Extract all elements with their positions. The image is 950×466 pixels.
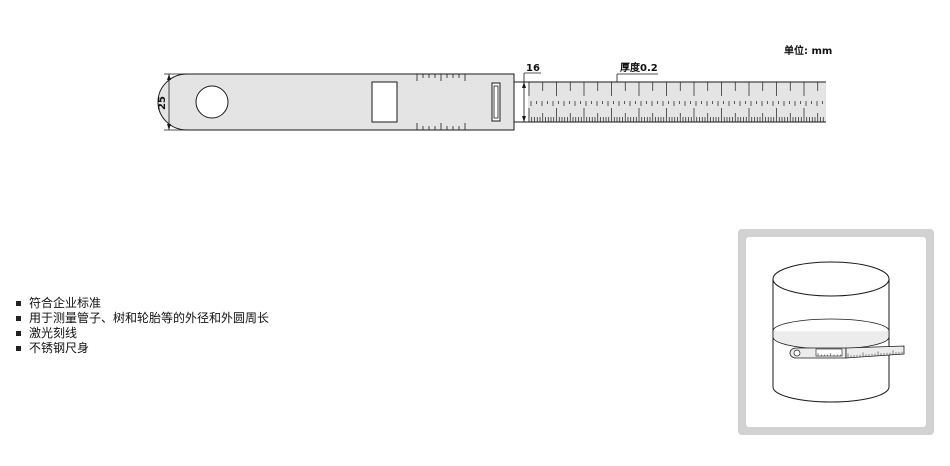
cylinder-illustration <box>772 261 905 403</box>
usage-illustration-panel <box>738 229 934 435</box>
thickness-label: 厚度0.2 <box>620 61 658 74</box>
feature-item: 不锈钢尺身 <box>15 341 269 356</box>
feature-item: 符合企业标准 <box>15 296 269 311</box>
dim-25-label: 25 <box>157 96 168 110</box>
strap-slot <box>491 82 501 122</box>
reading-window <box>371 81 398 123</box>
wrapped-tape-window <box>815 348 843 357</box>
head-scale-ticks <box>416 74 466 130</box>
dim-16-label: 16 <box>526 63 540 74</box>
unit-label: 单位: mm <box>784 46 833 57</box>
feature-item: 激光刻线 <box>15 326 269 341</box>
tape-technical-drawing: 25 16 厚度0.2 <box>157 61 826 131</box>
dim-16-arrow-bottom <box>522 116 526 122</box>
tape-band-back <box>772 318 890 332</box>
usage-illustration-frame <box>746 237 926 427</box>
feature-item: 用于测量管子、树和轮胎等的外径和外圆周长 <box>15 311 269 326</box>
cylinder-top <box>772 261 890 297</box>
dim-25-arrow-top <box>167 74 171 80</box>
strap-slot-inner <box>493 85 499 119</box>
hanging-hole <box>195 85 229 119</box>
dim-16-arrow-top <box>522 82 526 88</box>
wrapped-tape-ticks <box>817 350 903 358</box>
tape-strap <box>528 82 826 122</box>
strap-scale-ticks <box>528 82 824 122</box>
wrapped-tape-hole <box>793 349 801 357</box>
dim-25-arrow-bottom <box>167 124 171 130</box>
wrapped-tape-tail <box>845 345 905 359</box>
feature-list: 符合企业标准 用于测量管子、树和轮胎等的外径和外圆周长 激光刻线 不锈钢尺身 <box>15 296 269 356</box>
